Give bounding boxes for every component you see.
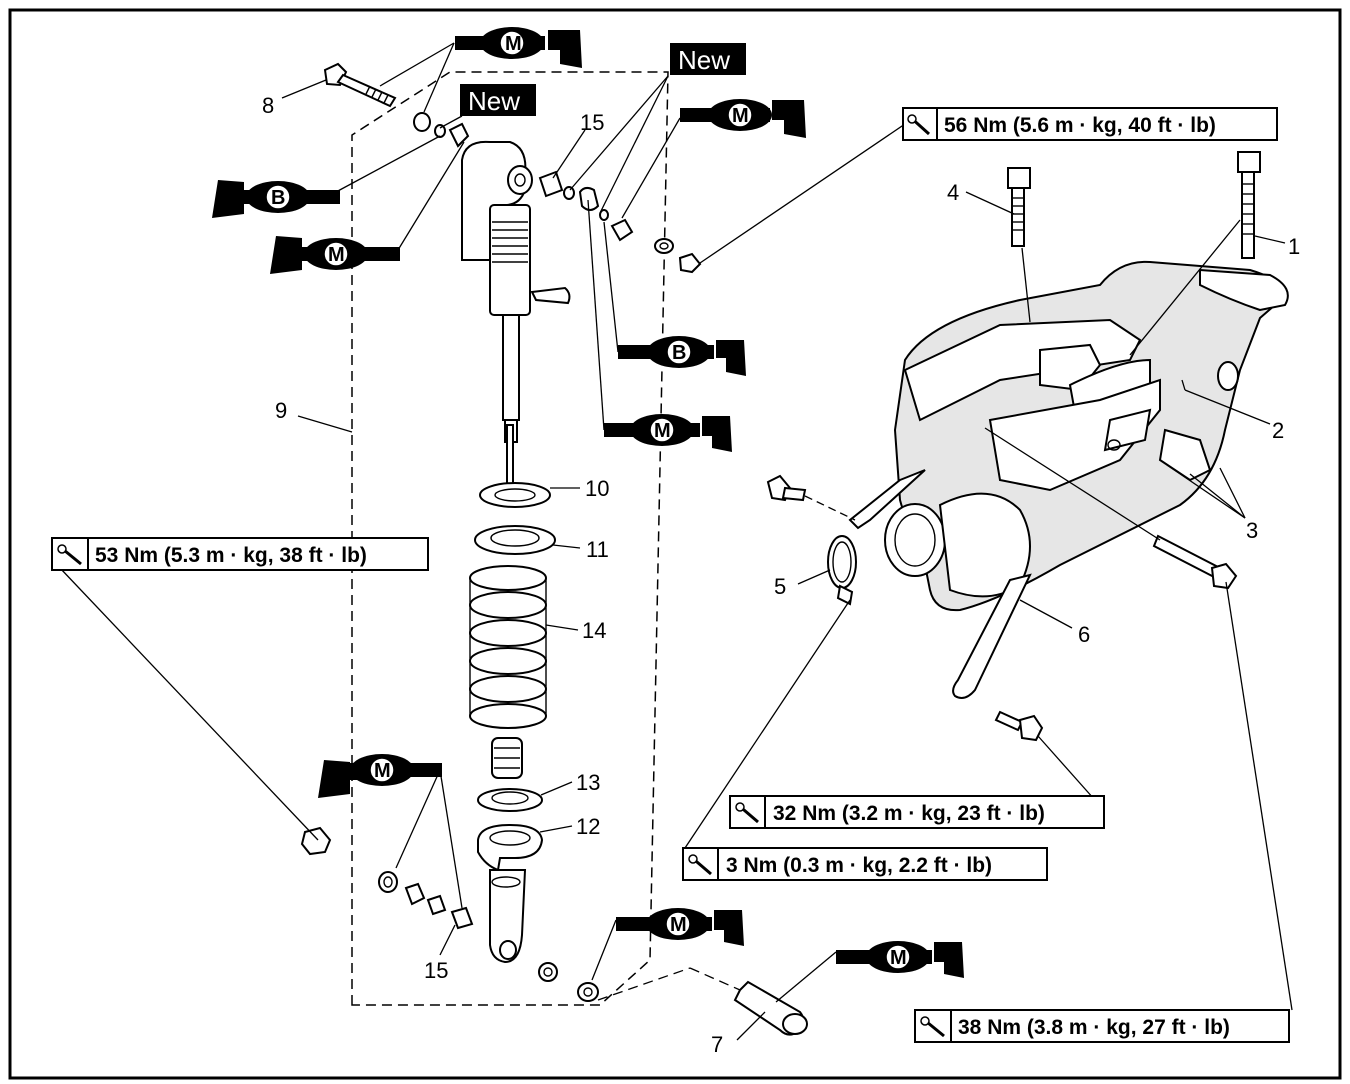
molybdenum-grease-icon: M (328, 244, 345, 266)
lube-m-top-right: M (680, 99, 806, 138)
callout-numbers: 8 9 15 10 11 14 13 12 15 7 4 1 2 3 5 6 (262, 93, 1300, 1057)
cable-tie-4 (1007, 167, 1031, 247)
torque-value: 56 Nm (5.6 m · kg, 40 ft · lb) (944, 114, 1216, 137)
torque-value: 3 Nm (0.3 m · kg, 2.2 ft · lb) (726, 854, 992, 877)
torque-value: 38 Nm (3.8 m · kg, 27 ft · lb) (958, 1016, 1230, 1039)
diagram-frame (8, 8, 1342, 1080)
bolt-7 (733, 980, 808, 1036)
molybdenum-grease-icon: M (374, 760, 391, 782)
torque-spec-32: 32 Nm (3.2 m · kg, 23 ft · lb) (729, 795, 1105, 829)
torque-spec-3: 3 Nm (0.3 m · kg, 2.2 ft · lb) (682, 847, 1048, 881)
callout-10: 10 (585, 476, 609, 501)
cable-tie-1 (1237, 151, 1261, 259)
new-badge-top-left: New (460, 84, 536, 116)
callout-12: 12 (576, 814, 600, 839)
air-filter-case (848, 260, 1289, 699)
torque-wrench-icon (920, 1016, 945, 1038)
bump-stopper (491, 737, 523, 779)
leader-lines (59, 42, 1293, 1041)
clamp-5 (827, 535, 857, 606)
torque-spec-53: 53 Nm (5.3 m · kg, 38 ft · lb) (51, 537, 429, 571)
lube-m-left: M (270, 236, 400, 274)
callout-14: 14 (582, 618, 606, 643)
bearing-grease-icon: B (672, 342, 686, 364)
lower-clevis (489, 869, 527, 964)
spring-seat-12 (477, 823, 544, 872)
molybdenum-grease-icon: M (505, 33, 522, 55)
molybdenum-grease-icon: M (670, 914, 687, 936)
callout-7: 7 (711, 1032, 723, 1057)
adjusting-nut-11 (474, 525, 556, 555)
callout-5: 5 (774, 574, 786, 599)
callout-9: 9 (275, 398, 287, 423)
torque-wrench-icon (735, 802, 759, 824)
torque-spec-56: 56 Nm (5.6 m · kg, 40 ft · lb) (902, 107, 1278, 141)
new-label: New (468, 86, 520, 116)
locknut-10 (479, 482, 551, 508)
torque-wrench-icon (688, 854, 712, 876)
spring-guide-13 (477, 788, 543, 812)
lube-m-lower-left: M (318, 754, 442, 798)
shock-assembly-boundary (351, 71, 669, 1006)
lube-m-top-left: M (455, 27, 582, 68)
molybdenum-grease-icon: M (732, 105, 749, 127)
torque-wrench-icon (907, 114, 931, 136)
callout-15-bottom: 15 (424, 958, 448, 983)
lube-b-left: B (212, 180, 340, 218)
lube-b-right: B (618, 336, 746, 376)
new-badge-top-center: New (670, 43, 746, 75)
callout-4: 4 (947, 180, 959, 205)
lube-m-mid-right: M (604, 414, 732, 452)
lube-m-lower-center: M (616, 908, 744, 946)
callout-13: 13 (576, 770, 600, 795)
torque-value: 32 Nm (3.2 m · kg, 23 ft · lb) (773, 802, 1045, 825)
frame-bolts (766, 474, 1238, 742)
lower-mount-hardware (300, 826, 808, 1036)
callout-8: 8 (262, 93, 274, 118)
molybdenum-grease-icon: M (890, 947, 907, 969)
new-label: New (678, 45, 730, 75)
callout-6: 6 (1078, 622, 1090, 647)
callout-3: 3 (1246, 518, 1258, 543)
callout-2: 2 (1272, 418, 1284, 443)
torque-spec-38: 38 Nm (3.8 m · kg, 27 ft · lb) (914, 1009, 1290, 1043)
molybdenum-grease-icon: M (654, 420, 671, 442)
lube-m-bolt-7: M (836, 941, 964, 978)
shock-absorber (461, 140, 571, 486)
callout-15-top: 15 (580, 110, 604, 135)
bolt-8 (323, 62, 397, 108)
callout-11: 11 (586, 537, 609, 562)
callout-1: 1 (1288, 234, 1300, 259)
torque-wrench-icon (57, 544, 82, 566)
spring-14 (469, 565, 547, 729)
torque-value: 53 Nm (5.3 m · kg, 38 ft · lb) (95, 544, 367, 567)
bearing-grease-icon: B (271, 187, 285, 209)
upper-mount-hardware (323, 62, 702, 274)
